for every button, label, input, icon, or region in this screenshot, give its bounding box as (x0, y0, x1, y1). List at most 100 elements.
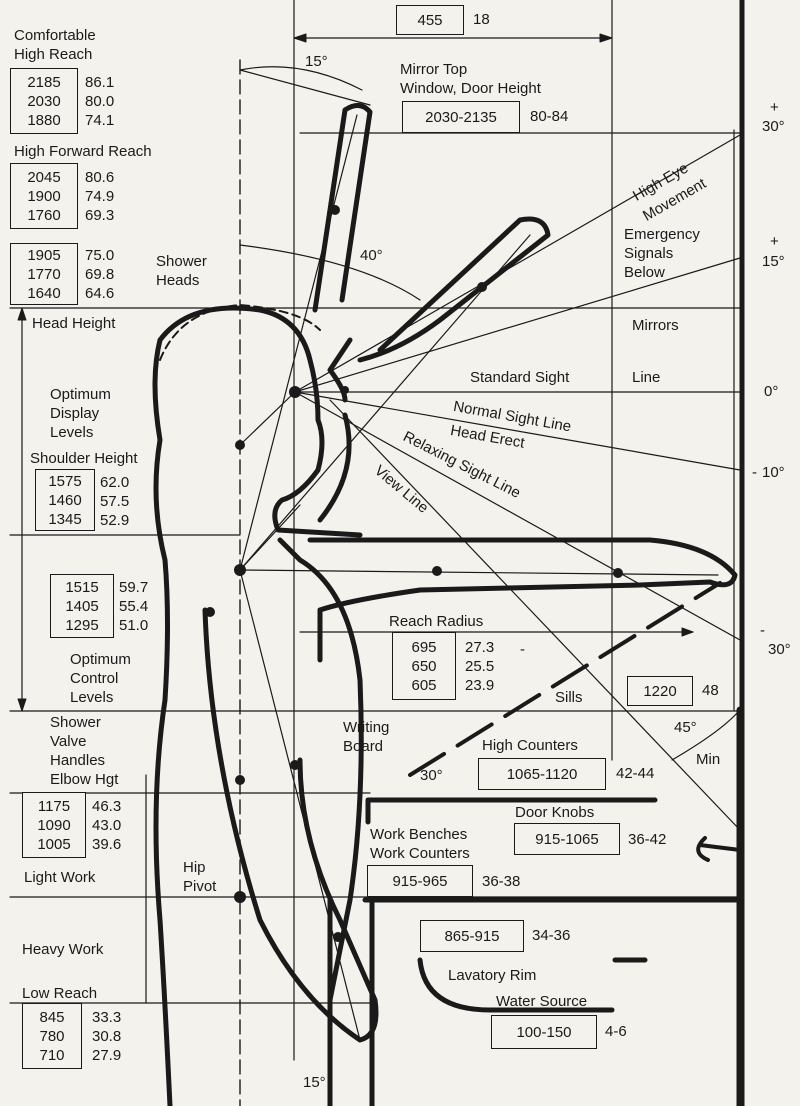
high-forward-reach-mm: 2045 1900 1760 (10, 163, 78, 229)
hip-pivot-label: Hip Pivot (183, 859, 217, 895)
value-in: 25.5 (465, 658, 495, 675)
emergency-signals-label: Emergency Signals Below (624, 226, 700, 281)
value-in: 74.9 (85, 188, 115, 205)
minus-sign: - (752, 464, 757, 481)
high-counters-in: 42-44 (616, 765, 655, 782)
shower-heads-label: Shower Heads (156, 253, 207, 289)
comfortable-high-reach-mm: 2185 2030 1880 (10, 68, 78, 134)
value-in: 51.0 (119, 617, 149, 634)
high-forward-reach-label: High Forward Reach (14, 143, 152, 160)
angle-minus-30: 30° (768, 641, 791, 658)
door-knobs-label: Door Knobs (515, 804, 595, 821)
low-reach-mm: 845 780 710 (22, 1003, 82, 1069)
mirror-dimension-in: 80-84 (530, 108, 569, 125)
value-in: 59.7 (119, 579, 149, 596)
value-mm: 2030 (27, 92, 61, 110)
plus-sign: + (770, 233, 779, 250)
arm-angle: 40° (360, 247, 383, 264)
work-benches-mm: 915-965 (367, 865, 473, 897)
value-in: 69.3 (85, 207, 115, 224)
value-mm: 1905 (27, 246, 61, 264)
shoulder-height-in: 62.0 57.5 52.9 (100, 473, 129, 530)
top-angle: 15° (305, 53, 328, 70)
water-source-mm: 100-150 (491, 1015, 597, 1049)
value-in: 57.5 (100, 493, 130, 510)
value-mm: 1405 (65, 597, 99, 615)
angle-minus-10: 10° (762, 464, 785, 481)
value-mm: 650 (411, 657, 437, 675)
value-mm: 1515 (65, 578, 99, 596)
reach-radius-mm: 695 650 605 (392, 632, 456, 700)
head-height-label: Head Height (32, 315, 116, 332)
value-mm: 1090 (37, 816, 71, 834)
value-in: 27.9 (92, 1047, 122, 1064)
value-in: 52.9 (100, 512, 130, 529)
shoulder-height-mm: 1575 1460 1345 (35, 469, 95, 531)
value-in: 74.1 (85, 112, 115, 129)
value-mm: 1770 (27, 265, 61, 283)
value-mm: 2185 (27, 73, 61, 91)
elbow-height-in: 46.3 43.0 39.6 (92, 797, 121, 854)
angle-30: 30° (762, 118, 785, 135)
lavatory-mm: 865-915 (420, 920, 524, 952)
writing-board-label: Writing Board (343, 719, 390, 755)
top-dimension-in: 18 (473, 11, 490, 28)
value-in: 43.0 (92, 817, 122, 834)
comfortable-high-reach-in: 86.1 80.0 74.1 (85, 73, 114, 130)
mirror-top-label: Mirror Top Window, Door Height (400, 61, 541, 97)
lavatory-in: 34-36 (532, 927, 571, 944)
value-mm: 1575 (48, 472, 82, 490)
door-knobs-in: 36-42 (628, 831, 667, 848)
value-in: 86.1 (85, 74, 115, 91)
standard-sight-label: Standard Sight (470, 369, 570, 386)
optimum-display-label: Optimum Display Levels (50, 386, 111, 441)
head-height-mm: 1905 1770 1640 (10, 243, 78, 305)
reach-radius-in: 27.3 25.5 23.9 (465, 638, 494, 695)
light-work-label: Light Work (24, 869, 96, 886)
value-mm: 1295 (65, 616, 99, 634)
mirror-dimension-mm: 2030-2135 (402, 101, 520, 133)
door-knobs-mm: 915-1065 (514, 823, 620, 855)
shower-valve-label: Shower Valve Handles Elbow Hgt (50, 714, 119, 788)
high-counters-label: High Counters (482, 737, 578, 754)
sills-label: Sills (555, 689, 583, 706)
value-in: 75.0 (85, 247, 115, 264)
value-mm: 1640 (27, 284, 61, 302)
low-reach-label: Low Reach (22, 985, 98, 1002)
value-in: 30.8 (92, 1028, 122, 1045)
lavatory-rim-label: Lavatory Rim (448, 967, 537, 984)
comfortable-high-reach-label: Comfortable High Reach (14, 27, 96, 63)
value-in: 80.0 (85, 93, 115, 110)
value-in: 27.3 (465, 639, 495, 656)
elbow-height-mm: 1175 1090 1005 (22, 792, 86, 858)
joint-dots (205, 205, 623, 942)
heavy-work-label: Heavy Work (22, 941, 104, 958)
bottom-angle: 15° (303, 1074, 326, 1091)
angle-0: 0° (764, 383, 779, 400)
value-mm: 1345 (48, 510, 82, 528)
value-mm: 1900 (27, 187, 61, 205)
head-height-in: 75.0 69.8 64.6 (85, 246, 114, 303)
value-mm: 845 (39, 1008, 65, 1026)
water-source-label: Water Source (496, 993, 588, 1010)
sight-lines (294, 134, 741, 831)
optimum-control-mm: 1515 1405 1295 (50, 574, 114, 638)
value-mm: 605 (411, 676, 437, 694)
value-in: 46.3 (92, 798, 122, 815)
work-benches-label: Work Benches Work Counters (370, 826, 470, 862)
value-mm: 1175 (37, 797, 71, 815)
high-forward-reach-in: 80.6 74.9 69.3 (85, 168, 114, 225)
human-outline (152, 103, 738, 1106)
angle-45: 45° (674, 719, 697, 736)
value-mm: 780 (39, 1027, 65, 1045)
value-in: 69.8 (85, 266, 115, 283)
value-in: 33.3 (92, 1009, 122, 1026)
high-counters-mm: 1065-1120 (478, 758, 606, 790)
work-benches-in: 36-38 (482, 873, 521, 890)
value-mm: 1760 (27, 206, 61, 224)
value-mm: 710 (39, 1046, 65, 1064)
angle-15: 15° (762, 253, 785, 270)
writing-angle: 30° (420, 767, 443, 784)
min-label: Min (696, 751, 721, 768)
